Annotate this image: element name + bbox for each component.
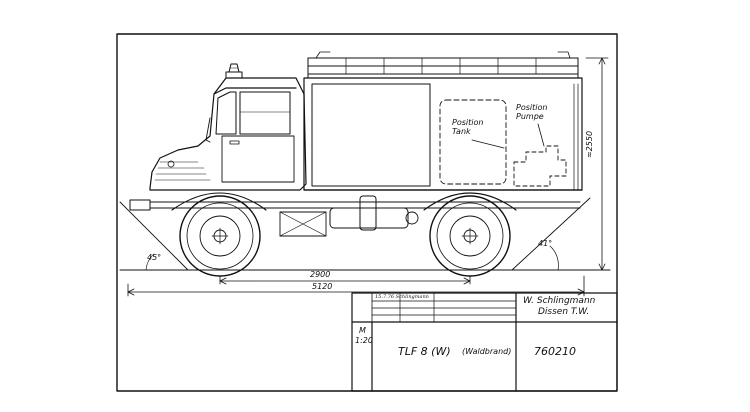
label-position-tank-1: Position (452, 118, 484, 127)
drawing-title: TLF 8 (W) (398, 345, 451, 358)
truck-cab (129, 63, 307, 211)
label-position-pumpe-1: Position (516, 103, 548, 112)
roof-rack (307, 51, 579, 79)
tank-outline (439, 99, 507, 185)
dim-approach-angle: 45° (147, 253, 162, 262)
title-block (351, 292, 618, 392)
truck-body (303, 77, 583, 191)
signature-date: 15.7.76 Schlingmann (375, 294, 429, 300)
drawing-subtitle: (Waldbrand) (462, 347, 512, 356)
leader-lines (471, 123, 545, 149)
label-position-tank-2: Tank (452, 127, 471, 136)
chassis (149, 195, 581, 237)
dim-wheelbase: 2900 (308, 270, 333, 279)
rear-wheel (429, 195, 511, 277)
angle-lines (119, 197, 591, 271)
wheel-arches (171, 192, 517, 211)
designer-location: Dissen T.W. (538, 307, 590, 317)
drawing-number: 760210 (534, 345, 576, 358)
height-dimension (585, 57, 609, 271)
label-position-pumpe-2: Pumpe (516, 112, 544, 121)
designer-name: W. Schlingmann (523, 296, 596, 306)
dim-height: ≈2550 (585, 128, 594, 160)
scale-label: M (359, 326, 366, 335)
scale-value: 1:20 (355, 336, 373, 345)
dim-overall-length: 5120 (310, 282, 335, 291)
dim-departure-angle: 41° (538, 239, 553, 248)
pump-outline (513, 145, 567, 187)
length-dimensions (127, 275, 585, 297)
